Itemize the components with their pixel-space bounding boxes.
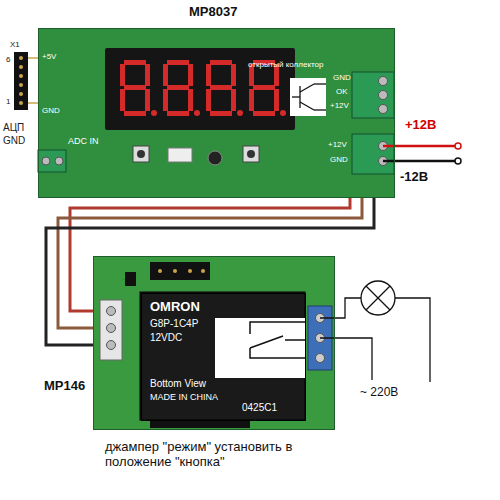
label: +12В bbox=[405, 118, 436, 133]
adc-terminal bbox=[38, 150, 66, 172]
button bbox=[243, 146, 259, 162]
relay: OMRON G8P-1C4P 12VDC Bottom ViewMADE IN CHI… bbox=[141, 293, 306, 421]
contact-symbol bbox=[215, 318, 305, 378]
relay-board: MP146OMRONG8P-1C4P12VDCBottom ViewMADE I… bbox=[93, 256, 335, 430]
label: -12В bbox=[400, 170, 428, 185]
label: +5V bbox=[42, 52, 56, 61]
pcb bbox=[38, 28, 395, 198]
capacitor bbox=[208, 151, 222, 165]
node-heading: OMRON bbox=[150, 300, 200, 315]
button bbox=[133, 146, 149, 162]
component bbox=[168, 148, 192, 162]
label: открытый коллектор bbox=[248, 60, 323, 69]
lamp-wiring bbox=[320, 281, 430, 382]
label: OK bbox=[336, 87, 348, 96]
jumper bbox=[150, 262, 210, 280]
node-text: MADE IN CHINA bbox=[150, 392, 218, 402]
input-terminal bbox=[100, 300, 122, 360]
pin-header bbox=[150, 420, 250, 428]
transistor bbox=[125, 272, 136, 286]
pin-header bbox=[14, 52, 28, 110]
label: АЦП bbox=[3, 122, 24, 134]
label: +12V bbox=[330, 101, 349, 110]
node-text: 0425C1 bbox=[242, 402, 277, 414]
signal-wire bbox=[58, 198, 362, 328]
label: +12V bbox=[328, 140, 347, 149]
signal-wire bbox=[46, 198, 374, 345]
pcb bbox=[93, 256, 335, 430]
label: GND bbox=[3, 135, 25, 147]
label: GND bbox=[333, 73, 351, 82]
power-terminal bbox=[352, 134, 394, 174]
label: 6 bbox=[6, 55, 10, 64]
node-heading: MP146 bbox=[44, 379, 85, 394]
output-terminal bbox=[352, 72, 394, 118]
signal-wire bbox=[70, 198, 350, 311]
label: ~ 220В bbox=[360, 386, 398, 400]
label: X1 bbox=[10, 40, 20, 49]
label: джампер "режим" установить в положение "… bbox=[105, 440, 340, 470]
node-text: G8P-1C4P bbox=[150, 318, 198, 330]
label: 1 bbox=[6, 97, 10, 106]
transistor-symbol bbox=[290, 78, 326, 116]
label: ADC IN bbox=[68, 136, 99, 146]
node-text: Bottom View bbox=[150, 378, 206, 390]
node-heading: MP8037 bbox=[189, 5, 237, 20]
label: GND bbox=[330, 155, 348, 164]
controller-board: MP8037 bbox=[38, 28, 395, 198]
node-text: 12VDC bbox=[150, 332, 182, 344]
label: GND bbox=[42, 106, 60, 115]
relay-body bbox=[140, 292, 305, 420]
